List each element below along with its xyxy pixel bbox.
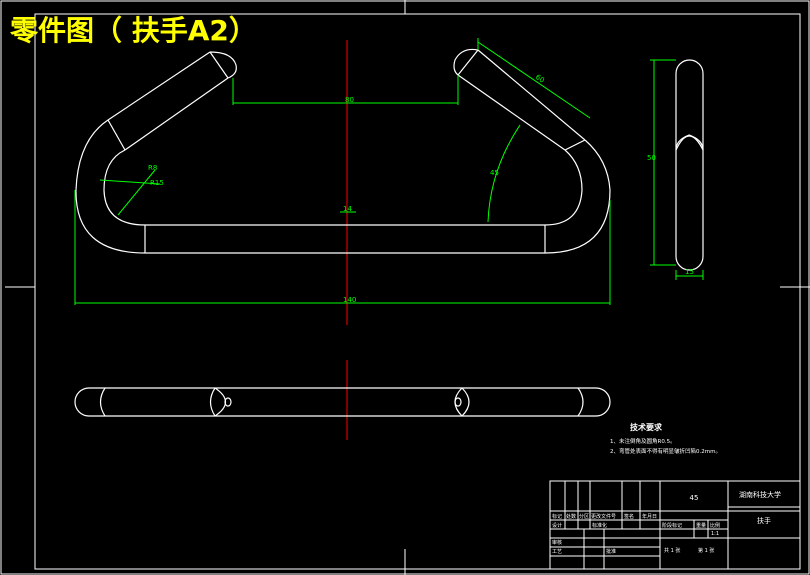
tb-col-changedoc: 更改文件号 — [591, 513, 616, 520]
tb-design: 设计 — [552, 522, 562, 529]
side-dimensions — [650, 59, 704, 280]
tb-part-name: 扶手 — [757, 516, 771, 525]
tb-col-zone: 分区 — [579, 513, 589, 520]
tb-sheets-total: 共 1 张 — [664, 547, 680, 554]
tb-approve: 批准 — [606, 548, 616, 555]
tb-weight-label: 重量 — [696, 522, 706, 529]
dim-small-label: R8 — [148, 164, 157, 172]
dim-left-radius: R15 — [150, 179, 164, 187]
tech-req-heading: 技术要求 — [630, 422, 663, 432]
dim-side-height: 50 — [647, 154, 656, 162]
dim-arm-length: 60 — [534, 73, 546, 85]
tb-col-count: 处数 — [566, 513, 576, 520]
tb-col-mark: 标记 — [552, 513, 562, 520]
title-block — [549, 480, 801, 570]
tb-scale: 1:1 — [711, 531, 719, 537]
tb-material: 45 — [690, 494, 699, 502]
tb-review: 审核 — [552, 539, 562, 546]
side-view — [675, 59, 704, 271]
front-view — [75, 48, 611, 254]
dim-side-width: 15 — [685, 268, 694, 276]
tb-col-date: 年月日 — [642, 513, 657, 520]
dim-overall-width: 140 — [343, 296, 356, 304]
drawing-title: 零件图（ 扶手A2） — [10, 14, 257, 47]
tech-req-item-1: 1、未注倒角及圆角R0.5。 — [610, 437, 676, 445]
inner-border — [34, 13, 801, 570]
plan-view — [74, 387, 611, 417]
tb-standardize: 标准化 — [592, 522, 607, 529]
tb-sheet-no: 第 1 张 — [698, 547, 714, 554]
tb-scale-label: 比例 — [710, 522, 720, 529]
tb-col-sign: 签名 — [624, 513, 634, 520]
dim-top-gap: 80 — [345, 96, 354, 104]
tb-stage-label: 阶段标记 — [662, 522, 682, 529]
tb-university: 湖南科技大学 — [739, 490, 781, 499]
dim-center-note: 14 — [343, 205, 352, 213]
dim-right-angle: 45 — [490, 169, 499, 177]
front-dimensions — [74, 38, 611, 305]
tech-req-item-2: 2、弯管处表面不得有明显皱折凹陷0.2mm。 — [610, 447, 721, 455]
tb-process: 工艺 — [552, 549, 562, 555]
